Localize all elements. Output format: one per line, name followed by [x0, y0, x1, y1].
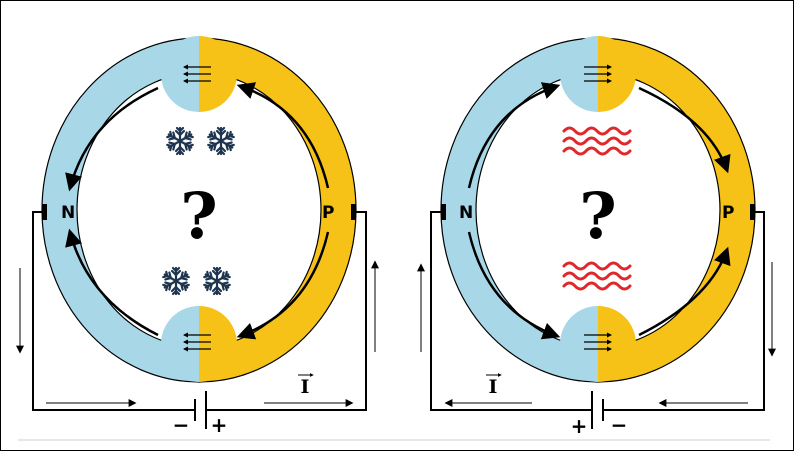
flow-arrow-p-top: [638, 86, 731, 174]
flow-arrow-n-top: [65, 86, 159, 192]
n-terminal: [42, 204, 47, 220]
flow-arrow-p-top: [236, 82, 330, 189]
question-mark: ?: [180, 179, 218, 254]
n-type-ring: [440, 37, 599, 383]
current-label: I: [489, 376, 498, 398]
p-label: P: [722, 203, 734, 223]
battery: [591, 391, 604, 429]
flow-arrow-n-bottom: [65, 228, 159, 337]
p-type-ring: [597, 37, 756, 383]
flow-arrow-p-bottom: [236, 231, 330, 340]
n-type-ring: [41, 37, 200, 383]
battery-minus-sign: −: [611, 413, 628, 437]
top-junction: [560, 36, 636, 112]
circuit-wire: [430, 211, 765, 411]
p-terminal: [351, 204, 356, 220]
battery-plus-sign: +: [211, 413, 228, 437]
battery: [194, 391, 207, 429]
bottom-junction: [560, 306, 636, 382]
n-label: N: [459, 203, 473, 223]
current-label: I: [301, 376, 310, 398]
n-terminal: [441, 204, 446, 220]
flow-arrow-n-bottom: [467, 231, 561, 340]
flow-arrow-n-top: [467, 82, 561, 189]
top-junction: [161, 36, 237, 112]
circuit-wire: [32, 211, 367, 411]
p-terminal: [750, 204, 755, 220]
bottom-junction: [161, 306, 237, 382]
flow-arrow-p-bottom: [638, 246, 731, 337]
question-mark: ?: [579, 179, 617, 254]
p-label: P: [322, 203, 334, 223]
left-panel: N P ? − + I: [16, 36, 379, 437]
p-type-ring: [198, 37, 357, 383]
battery-plus-sign: +: [571, 414, 588, 438]
n-label: N: [61, 203, 75, 223]
battery-minus-sign: −: [173, 413, 190, 437]
right-panel: N P ? + − I: [417, 36, 776, 438]
